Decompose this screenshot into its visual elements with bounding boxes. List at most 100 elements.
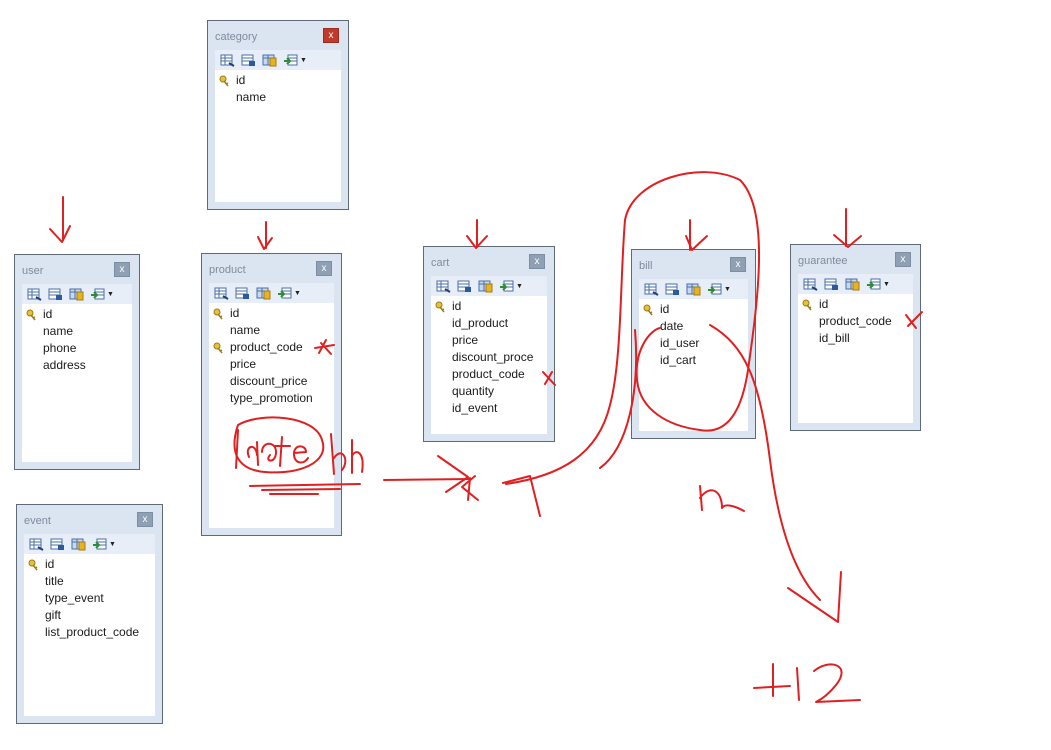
- column-label: type_promotion: [230, 391, 313, 405]
- column-id[interactable]: id: [431, 298, 547, 315]
- table-bill[interactable]: bill x ▼ id date id_user id_cart: [631, 249, 756, 439]
- table-cart[interactable]: cart x ▼ id id_product price discount_pr…: [423, 246, 555, 442]
- select-columns-icon[interactable]: [219, 53, 235, 67]
- column-price[interactable]: price: [431, 332, 547, 349]
- column-type-promotion[interactable]: type_promotion: [209, 390, 334, 407]
- table-guarantee[interactable]: guarantee x ▼ id product_code id_bill: [790, 244, 921, 431]
- select-columns-icon[interactable]: [802, 277, 818, 291]
- arrow-down-icon: [833, 208, 862, 248]
- column-label: product_code: [452, 367, 525, 381]
- column-gift[interactable]: gift: [24, 607, 155, 624]
- dropdown-caret-icon[interactable]: ▼: [883, 280, 890, 288]
- dropdown-caret-icon[interactable]: ▼: [107, 290, 114, 298]
- column-discount-price[interactable]: discount_price: [209, 373, 334, 390]
- select-columns-icon[interactable]: [643, 282, 659, 296]
- column-label: price: [452, 333, 479, 347]
- column-id-user[interactable]: id_user: [639, 335, 748, 352]
- add-related-icon[interactable]: [282, 53, 298, 67]
- column-id-cart[interactable]: id_cart: [639, 352, 748, 369]
- column-id-product[interactable]: id_product: [431, 315, 547, 332]
- key-index-icon[interactable]: [70, 537, 86, 551]
- table-toolbar: ▼: [24, 534, 155, 554]
- table-product[interactable]: product x ▼ id name product_code price d…: [201, 253, 342, 536]
- column-product-code[interactable]: product_code: [798, 313, 913, 330]
- table-design-icon[interactable]: [47, 287, 63, 301]
- table-body: ▼ id id_product price discount_proce pro…: [431, 276, 547, 434]
- close-icon[interactable]: x: [114, 262, 130, 277]
- column-title[interactable]: title: [24, 573, 155, 590]
- column-id[interactable]: id: [215, 72, 341, 89]
- table-title: user: [22, 265, 44, 277]
- table-user[interactable]: user x ▼ id name phone address: [14, 254, 140, 470]
- column-id[interactable]: id: [22, 306, 132, 323]
- table-design-icon[interactable]: [456, 279, 472, 293]
- column-label: id_cart: [660, 353, 697, 367]
- key-index-icon[interactable]: [68, 287, 84, 301]
- select-columns-icon[interactable]: [213, 286, 229, 300]
- column-label: id: [452, 299, 462, 313]
- column-list-product-code[interactable]: list_product_code: [24, 624, 155, 641]
- close-icon[interactable]: x: [730, 257, 746, 272]
- key-index-icon[interactable]: [255, 286, 271, 300]
- table-title: event: [24, 515, 51, 527]
- column-id[interactable]: id: [209, 305, 334, 322]
- column-address[interactable]: address: [22, 357, 132, 374]
- close-icon[interactable]: x: [895, 252, 911, 267]
- dropdown-caret-icon[interactable]: ▼: [109, 540, 116, 548]
- dropdown-caret-icon[interactable]: ▼: [516, 282, 523, 290]
- key-index-icon[interactable]: [685, 282, 701, 296]
- add-related-icon[interactable]: [89, 287, 105, 301]
- add-related-icon[interactable]: [498, 279, 514, 293]
- column-id[interactable]: id: [24, 556, 155, 573]
- key-index-icon[interactable]: [261, 53, 277, 67]
- add-related-icon[interactable]: [865, 277, 881, 291]
- close-icon[interactable]: x: [529, 254, 545, 269]
- dropdown-caret-icon[interactable]: ▼: [294, 289, 301, 297]
- table-design-icon[interactable]: [823, 277, 839, 291]
- add-related-icon[interactable]: [91, 537, 107, 551]
- column-product-code[interactable]: product_code: [431, 366, 547, 383]
- table-event[interactable]: event x ▼ id title type_event gift list_…: [16, 504, 163, 724]
- add-related-icon[interactable]: [276, 286, 292, 300]
- column-name[interactable]: name: [209, 322, 334, 339]
- table-design-icon[interactable]: [234, 286, 250, 300]
- dropdown-caret-icon[interactable]: ▼: [300, 56, 307, 64]
- column-label: address: [43, 358, 86, 372]
- arrow-down-icon: [466, 219, 488, 249]
- table-design-icon[interactable]: [664, 282, 680, 296]
- key-index-icon[interactable]: [844, 277, 860, 291]
- column-discount-proce[interactable]: discount_proce: [431, 349, 547, 366]
- close-icon[interactable]: x: [137, 512, 153, 527]
- table-body: ▼ id name product_code price discount_pr…: [209, 283, 334, 528]
- table-category[interactable]: category x ▼ id name: [207, 20, 349, 210]
- column-id-event[interactable]: id_event: [431, 400, 547, 417]
- column-price[interactable]: price: [209, 356, 334, 373]
- column-name[interactable]: name: [215, 89, 341, 106]
- close-icon[interactable]: x: [316, 261, 332, 276]
- column-id[interactable]: id: [639, 301, 748, 318]
- column-name[interactable]: name: [22, 323, 132, 340]
- select-columns-icon[interactable]: [435, 279, 451, 293]
- arrow-down-icon: [257, 221, 273, 250]
- column-type-event[interactable]: type_event: [24, 590, 155, 607]
- column-id[interactable]: id: [798, 296, 913, 313]
- close-icon[interactable]: x: [323, 28, 339, 43]
- table-design-icon[interactable]: [49, 537, 65, 551]
- select-columns-icon[interactable]: [26, 287, 42, 301]
- table-toolbar: ▼: [639, 279, 748, 299]
- table-body: ▼ id date id_user id_cart: [639, 279, 748, 431]
- key-icon: [802, 299, 813, 316]
- column-product-code[interactable]: product_code: [209, 339, 334, 356]
- table-design-icon[interactable]: [240, 53, 256, 67]
- column-date[interactable]: date: [639, 318, 748, 335]
- add-related-icon[interactable]: [706, 282, 722, 296]
- column-phone[interactable]: phone: [22, 340, 132, 357]
- column-id-bill[interactable]: id_bill: [798, 330, 913, 347]
- column-quantity[interactable]: quantity: [431, 383, 547, 400]
- key-index-icon[interactable]: [477, 279, 493, 293]
- table-title: product: [209, 264, 246, 276]
- table-toolbar: ▼: [431, 276, 547, 296]
- select-columns-icon[interactable]: [28, 537, 44, 551]
- column-label: id: [43, 307, 53, 321]
- dropdown-caret-icon[interactable]: ▼: [724, 285, 731, 293]
